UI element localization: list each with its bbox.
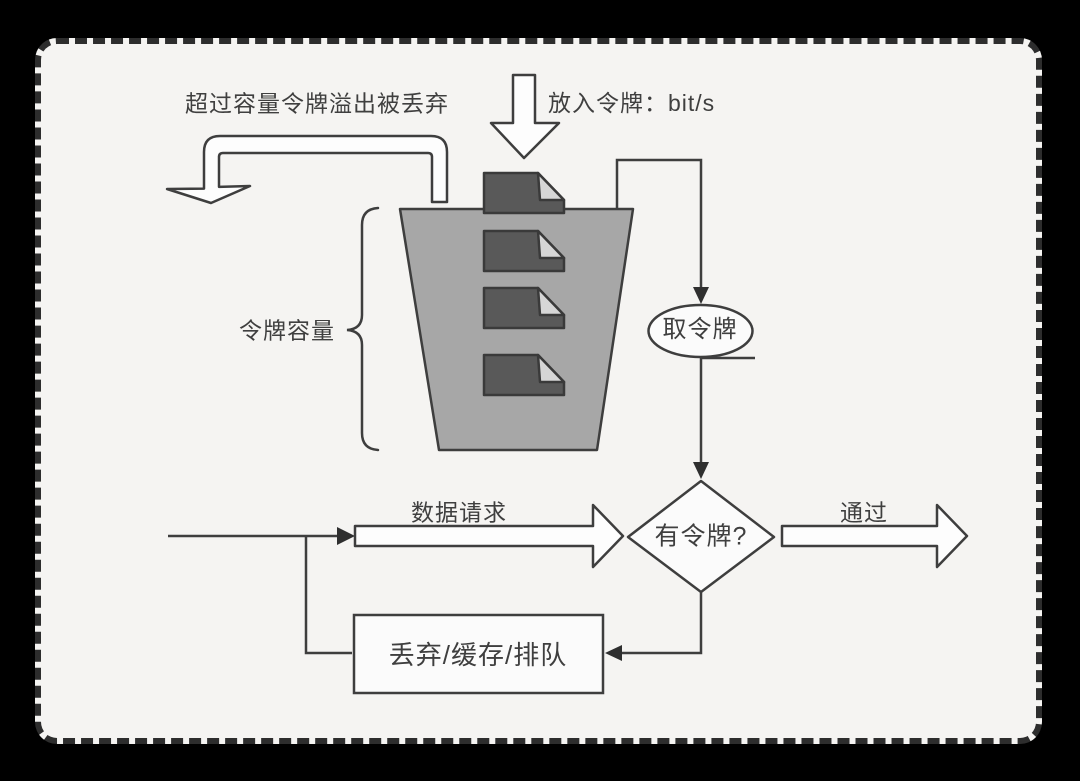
bucket-to-ellipse-connector — [615, 158, 703, 290]
arrowhead-down-ellipse — [693, 287, 709, 304]
inflow-label: 放入令牌：bit/s — [548, 90, 716, 116]
data-request-label: 数据请求 — [411, 499, 507, 526]
token — [482, 353, 566, 397]
inflow-arrow — [489, 73, 561, 160]
take-token-label: 取令牌 — [662, 316, 738, 343]
overflow-label: 超过容量令牌溢出被丢弃 — [185, 90, 449, 117]
capacity-brace — [346, 206, 380, 452]
token-group — [482, 171, 566, 397]
token — [482, 171, 566, 215]
diamond-to-drop-connector — [614, 592, 703, 655]
pass-label: 通过 — [840, 499, 888, 526]
arrowhead-right-input — [337, 527, 355, 545]
arrowhead-down-diamond — [693, 462, 709, 479]
capacity-label: 令牌容量 — [239, 317, 335, 344]
pass-arrow — [780, 503, 969, 569]
drop-queue-label: 丢弃/缓存/排队 — [388, 640, 568, 670]
token — [482, 229, 566, 273]
data-request-arrow — [353, 503, 625, 569]
overflow-arrow — [165, 134, 449, 205]
has-token-label: 有令牌? — [654, 522, 748, 551]
arrowhead-left-drop — [605, 645, 622, 661]
feedback-line — [304, 536, 352, 655]
drop-queue-box — [352, 613, 605, 695]
token — [482, 286, 566, 330]
